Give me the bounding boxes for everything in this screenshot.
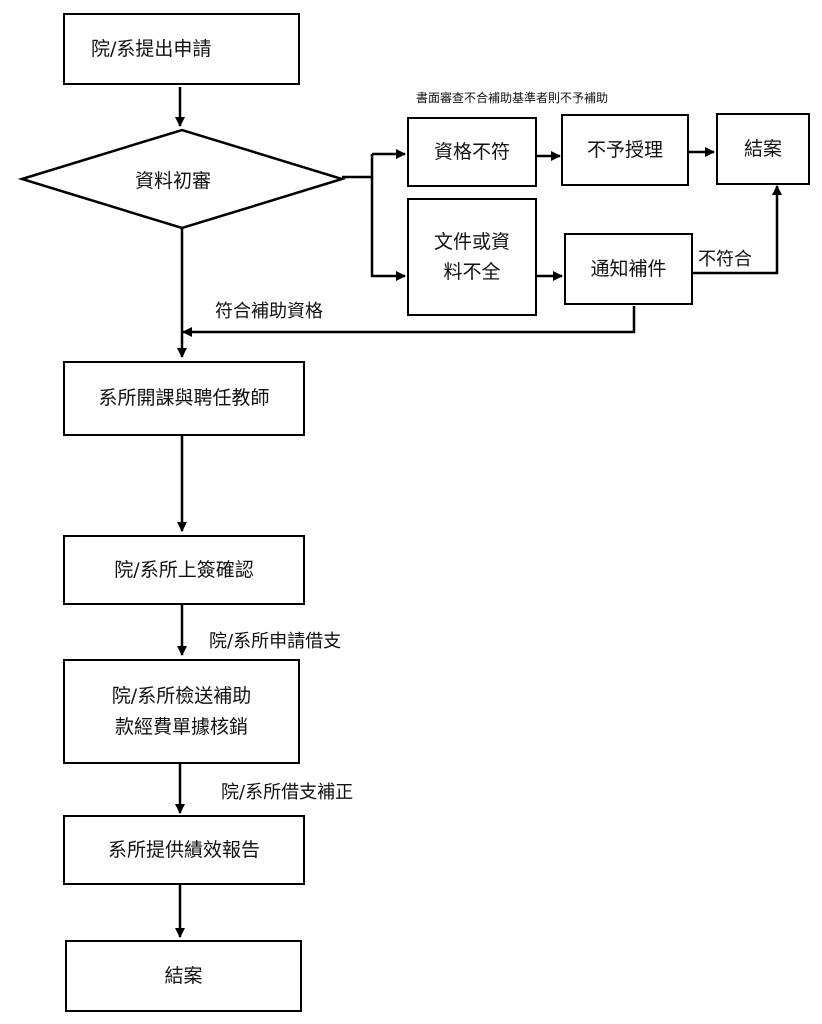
node-review: 資料初審: [135, 170, 212, 192]
label-advance-correct: 院/系所借支補正: [221, 782, 354, 803]
arrow-notify-to-main: [182, 306, 636, 337]
arrow-to-incomplete: [370, 177, 406, 281]
node-submit-receipts: 院/系所檢送補助 款經費單據核銷: [63, 659, 300, 764]
node-open-courses: 系所開課與聘任教師: [63, 361, 305, 436]
arrow-notify-to-close: [693, 185, 782, 275]
node-close-top: 結案: [716, 113, 810, 185]
label-not-meet: 不符合: [698, 249, 752, 270]
review-note: 書面審查不合補助基準者則不予補助: [416, 91, 609, 105]
node-notify: 通知補件: [564, 233, 693, 305]
node-incomplete: 文件或資 料不全: [407, 198, 537, 316]
node-ineligible: 資格不符: [407, 117, 537, 187]
node-reject: 不予授理: [561, 114, 689, 186]
node-close-bottom: 結案: [65, 940, 302, 1012]
label-eligible: 符合補助資格: [215, 301, 323, 322]
label-advance-apply: 院/系所申請借支: [209, 631, 342, 652]
connector-review-branch: [342, 154, 374, 179]
review-diamond: [17, 128, 347, 230]
node-report: 系所提供績效報告: [63, 815, 305, 885]
node-apply: 院/系提出申請: [63, 13, 300, 85]
node-sign: 院/系所上簽確認: [63, 535, 305, 605]
